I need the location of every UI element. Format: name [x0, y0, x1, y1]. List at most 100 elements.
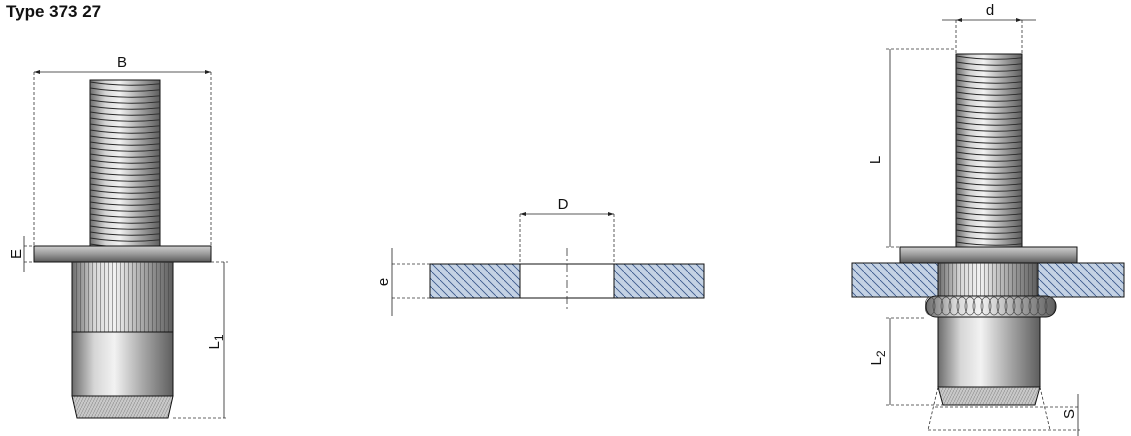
thread-crest — [955, 181, 1023, 186]
thread-crest — [89, 123, 161, 128]
thread-crest — [89, 93, 161, 98]
label-e: e — [375, 278, 392, 286]
thread-crest — [89, 177, 161, 182]
thread-crest — [955, 151, 1023, 156]
left-flange — [33, 245, 212, 263]
thread-crest — [955, 61, 1023, 66]
label-L1: L1 — [206, 334, 226, 349]
thread-crest — [955, 157, 1023, 162]
right-sheet-right — [1037, 262, 1125, 298]
thread-crest — [89, 81, 161, 86]
bulge-scale — [1036, 296, 1048, 316]
thread-crest — [89, 117, 161, 122]
thread-crest — [89, 201, 161, 206]
thread-crest — [955, 217, 1023, 222]
thread-crest — [89, 213, 161, 218]
bulge-scale — [1020, 296, 1032, 316]
left-thread — [89, 79, 161, 249]
dim-e: e — [375, 248, 430, 316]
dim-L1: L1 — [173, 261, 228, 419]
thread-crest — [955, 163, 1023, 168]
thread-crest — [955, 187, 1023, 192]
thread-crest — [89, 219, 161, 224]
thread-crest — [89, 141, 161, 146]
left-shank — [71, 331, 174, 397]
label-L2: L2 — [868, 350, 888, 365]
bulge-scale — [1044, 296, 1056, 316]
bulge-ring — [925, 295, 1057, 318]
bulge-scale — [1012, 296, 1024, 316]
thread-crest — [955, 145, 1023, 150]
label-d: d — [986, 2, 994, 19]
thread-crest — [955, 241, 1023, 246]
thread-crest — [955, 97, 1023, 102]
bulge-scale — [980, 296, 992, 316]
thread-crest — [955, 193, 1023, 198]
right-flange — [899, 246, 1078, 264]
left-view: B E L1 — [8, 54, 228, 419]
thread-crest — [955, 85, 1023, 90]
thread-crest — [955, 109, 1023, 114]
thread-crest — [89, 99, 161, 104]
thread-crest — [955, 229, 1023, 234]
label-B: B — [117, 54, 127, 71]
right-shank — [937, 316, 1041, 388]
thread-crest — [955, 211, 1023, 216]
thread-crest — [89, 195, 161, 200]
dim-B: B — [33, 54, 212, 246]
thread-crest — [89, 231, 161, 236]
thread-crest — [955, 73, 1023, 78]
thread-crest — [89, 165, 161, 170]
sheet-left-section — [429, 263, 521, 299]
dim-L2: L2 — [868, 317, 943, 406]
bulge-scale — [988, 296, 1000, 316]
thread-crest — [89, 105, 161, 110]
thread-crest — [89, 153, 161, 158]
thread-crest — [955, 235, 1023, 240]
thread-crest — [955, 79, 1023, 84]
thread-crest — [955, 55, 1023, 60]
diagram-title: Type 373 27 — [6, 2, 102, 21]
thread-crest — [955, 139, 1023, 144]
bulge-scale — [1028, 296, 1040, 316]
thread-crest — [955, 91, 1023, 96]
thread-crest — [955, 127, 1023, 132]
dim-S: S — [927, 386, 1080, 436]
thread-crest — [89, 87, 161, 92]
right-view: d L L2 S — [851, 2, 1125, 436]
thread-crest — [89, 237, 161, 242]
thread-crest — [955, 169, 1023, 174]
bulge-scale — [956, 296, 968, 316]
bulge-scale — [932, 296, 944, 316]
bulge-scale — [972, 296, 984, 316]
thread-crest — [89, 147, 161, 152]
sheet-right-section — [613, 263, 705, 299]
thread-crest — [955, 121, 1023, 126]
thread-crest — [89, 183, 161, 188]
right-tip — [937, 386, 1041, 406]
bulge-scale — [1004, 296, 1016, 316]
thread-crest — [955, 67, 1023, 72]
thread-crest — [89, 189, 161, 194]
left-tip — [71, 395, 174, 419]
dim-d: d — [942, 2, 1036, 54]
thread-crest — [955, 115, 1023, 120]
thread-crest — [955, 199, 1023, 204]
thread-crest — [955, 133, 1023, 138]
thread-crest — [955, 223, 1023, 228]
dim-E: E — [8, 236, 34, 272]
label-S: S — [1061, 409, 1078, 419]
bulge-scale — [925, 296, 936, 316]
middle-view: D e — [375, 196, 705, 316]
label-D: D — [558, 196, 569, 213]
dim-D: D — [519, 196, 615, 264]
dim-L: L — [867, 48, 956, 248]
thread-crest — [89, 135, 161, 140]
right-thread — [955, 53, 1023, 249]
thread-crest — [955, 103, 1023, 108]
thread-crest — [955, 205, 1023, 210]
label-E: E — [8, 249, 25, 259]
bulge-scale — [948, 296, 960, 316]
label-L: L — [867, 156, 884, 164]
